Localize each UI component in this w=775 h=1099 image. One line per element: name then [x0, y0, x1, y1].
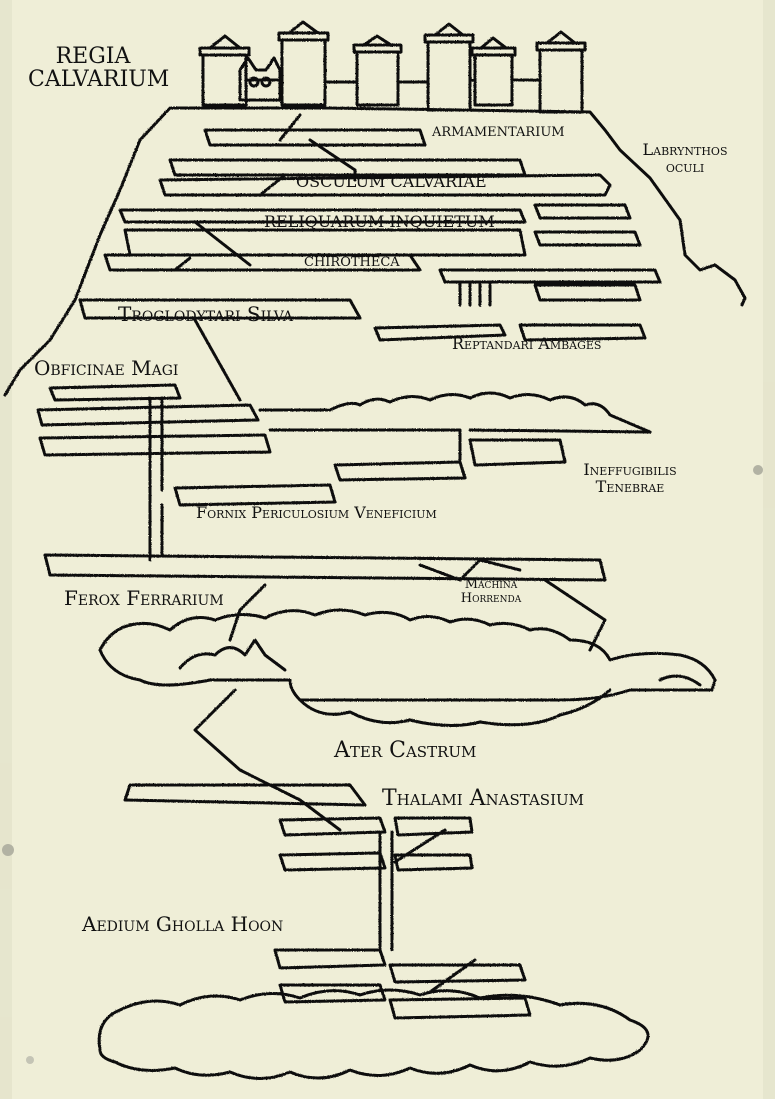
label-chirotheca: CHIROTHECA — [304, 255, 400, 270]
label-ferox-ferrarium: Ferox Ferrarium — [64, 586, 224, 610]
label-thalami-anastasium: Thalami Anastasium — [382, 786, 584, 811]
label-machina-horrenda-line2: Horrenda — [460, 590, 522, 606]
thalami-anastasium — [123, 783, 532, 1020]
upper-complex — [78, 113, 662, 402]
label-osculum-calvariae: OSCULUM CALVARIAE — [296, 172, 487, 191]
label-regia-calvarium-line2: CALVARIUM — [28, 67, 170, 93]
label-ater-castrum: Ater Castrum — [334, 738, 477, 763]
label-armamentarium: ARMAMENTARIUM — [432, 125, 565, 140]
label-obficinae-magi: Obficinae Magi — [34, 356, 179, 380]
magi-workshop — [36, 383, 652, 582]
label-labrynthos-oculi-line2: oculi — [665, 156, 705, 176]
castle-regia-calvarium — [198, 20, 587, 114]
label-aedium-gholla-hoon: Aedium Gholla Hoon — [82, 912, 284, 936]
label-reptandari-ambages: Reptandari Ambages — [452, 334, 602, 353]
label-regia-calvarium-line1: REGIA — [55, 44, 131, 69]
mountain-outline — [3, 106, 747, 397]
label-ineffugibilis-tenebrae-line1: Ineffugibilis — [583, 460, 677, 479]
aedium-gholla-hoon-cavern — [97, 988, 650, 1080]
ferox-ferrarium-cavern — [98, 558, 717, 728]
label-fornix-periculosium-veneficium: Fornix Periculosium Veneficium — [196, 503, 437, 522]
label-labrynthos-oculi-line1: Labrynthos — [642, 140, 728, 159]
ater-castrum-stairs — [193, 688, 342, 832]
label-reliquarum-inquietum: RELIQUARUM INQUIETUM — [264, 212, 495, 231]
label-ineffugibilis-tenebrae: Ineffugibilis Tenebrae — [565, 460, 695, 496]
label-regia-calvarium: REGIA CALVARIUM — [28, 44, 170, 93]
label-machina-horrenda: Machina Horrenda — [446, 578, 536, 605]
label-machina-horrenda-line1: Machina — [464, 577, 518, 592]
label-troglodytari-silva: Troglodytari Silva — [118, 302, 294, 326]
label-labrynthos-oculi: Labrynthos oculi — [620, 140, 750, 176]
label-ineffugibilis-tenebrae-line2: Tenebrae — [595, 476, 665, 496]
